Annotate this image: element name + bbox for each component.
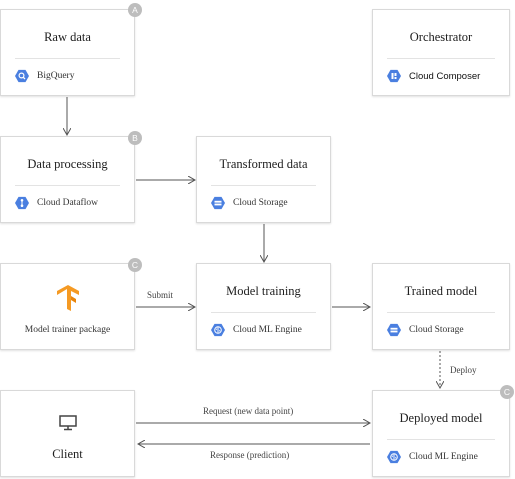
deploy-label: Deploy xyxy=(450,365,477,375)
card-divider xyxy=(15,185,120,186)
service-row: Cloud Composer xyxy=(387,69,480,83)
service-row: Cloud ML Engine xyxy=(211,323,302,337)
card-divider xyxy=(387,58,495,59)
card-title: Raw data xyxy=(44,30,91,44)
card-divider xyxy=(211,312,316,313)
service-row: BigQuery xyxy=(15,69,74,83)
dataflow-icon xyxy=(15,196,29,210)
brain-icon xyxy=(387,450,401,464)
data-processing-card[interactable]: Data processing Cloud Dataflow xyxy=(0,136,135,223)
response-label: Response (prediction) xyxy=(210,450,290,460)
badge-c-deployed: C xyxy=(500,385,514,399)
magnifier-icon xyxy=(15,69,29,83)
service-name: Cloud ML Engine xyxy=(233,325,302,335)
model-training-card[interactable]: Model training Cloud ML Engine xyxy=(196,263,331,350)
card-title: Orchestrator xyxy=(409,30,473,44)
submit-label: Submit xyxy=(147,290,174,300)
storage-icon xyxy=(387,323,401,337)
composer-icon xyxy=(387,69,401,83)
service-name: Cloud Dataflow xyxy=(37,198,98,208)
card-caption: Model trainer package xyxy=(24,325,111,335)
card-title: Trained model xyxy=(404,284,478,298)
service-row: Cloud ML Engine xyxy=(387,450,478,464)
card-divider xyxy=(211,185,316,186)
service-row: Cloud Storage xyxy=(211,196,288,210)
card-title: Model training xyxy=(226,284,301,298)
badge-c-trainer: C xyxy=(128,258,142,272)
card-title: Deployed model xyxy=(399,411,483,425)
service-row: Cloud Storage xyxy=(387,323,464,337)
tensorflow-logo xyxy=(55,284,81,312)
raw-data-card[interactable]: Raw data BigQuery xyxy=(0,9,135,96)
card-title: Transformed data xyxy=(219,157,308,171)
card-divider xyxy=(387,312,495,313)
brain-icon xyxy=(211,323,225,337)
badge-a: A xyxy=(128,3,142,17)
card-title: Client xyxy=(52,447,83,461)
service-name: Cloud Storage xyxy=(233,198,288,208)
trained-model-card[interactable]: Trained model Cloud Storage xyxy=(372,263,510,350)
card-divider xyxy=(387,439,495,440)
service-row: Cloud Dataflow xyxy=(15,196,98,210)
service-name: Cloud ML Engine xyxy=(409,452,478,462)
card-divider xyxy=(15,58,120,59)
badge-b: B xyxy=(128,131,142,145)
client-card[interactable]: Client xyxy=(0,390,135,477)
service-name: Cloud Storage xyxy=(409,325,464,335)
request-label: Request (new data point) xyxy=(203,406,294,416)
card-title: Data processing xyxy=(27,157,108,171)
service-name: Cloud Composer xyxy=(409,70,481,82)
orchestrator-card[interactable]: Orchestrator Cloud Composer xyxy=(372,9,510,96)
monitor-icon xyxy=(59,415,77,431)
model-trainer-card[interactable]: Model trainer package xyxy=(0,263,135,350)
transformed-data-card[interactable]: Transformed data Cloud Storage xyxy=(196,136,331,223)
deployed-model-card[interactable]: Deployed model Cloud ML Engine xyxy=(372,390,510,477)
storage-icon xyxy=(211,196,225,210)
service-name: BigQuery xyxy=(37,71,75,81)
